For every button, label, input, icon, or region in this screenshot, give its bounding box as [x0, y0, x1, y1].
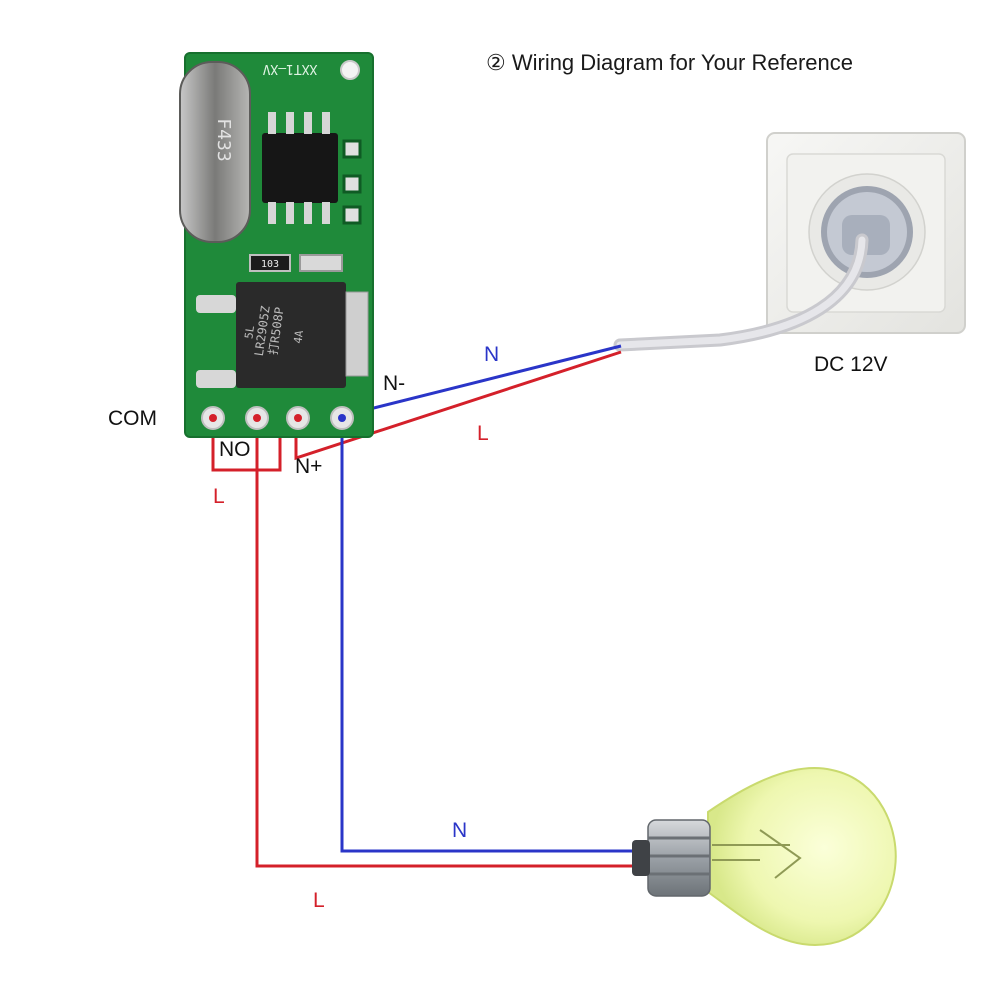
label-com: COM: [108, 407, 157, 430]
smd-led: [299, 254, 343, 272]
voltage-regulator: LR2905Z 打R508P 5L 4A: [196, 282, 369, 388]
page-title: ② Wiring Diagram for Your Reference: [486, 50, 853, 75]
crystal-oscillator: [179, 61, 251, 243]
svg-text:103: 103: [261, 259, 279, 270]
mounting-hole: [340, 60, 360, 80]
label-load-neutral: N: [452, 819, 468, 842]
light-bulb: [632, 767, 897, 947]
label-socket-voltage: DC 12V: [814, 353, 888, 376]
receiver-module: F433 XXT1—XV 103: [179, 52, 374, 438]
svg-text:打R508P: 打R508P: [266, 306, 287, 356]
load-neutral-wire: [340, 418, 636, 853]
bulb-base: [647, 819, 711, 897]
supply-neutral-wire: [341, 344, 622, 418]
terminal-pads: [201, 406, 354, 430]
ic-chip: [262, 112, 338, 224]
load-live-wire: [255, 418, 636, 868]
bulb-glass: [707, 767, 897, 947]
svg-text:4A: 4A: [291, 329, 306, 344]
label-n-plus: N+: [295, 455, 323, 478]
svg-text:F433: F433: [213, 118, 234, 161]
svg-text:5L: 5L: [242, 324, 257, 339]
svg-text:LR2905Z: LR2905Z: [252, 305, 273, 357]
label-supply-neutral: N: [484, 343, 500, 366]
smd-resistor: 103: [249, 254, 291, 272]
wall-socket: [766, 132, 966, 334]
pcb-silkscreen: XXT1—XV: [262, 61, 317, 76]
label-load-live: L: [313, 889, 325, 912]
label-com-live: L: [213, 485, 225, 508]
label-no: NO: [219, 438, 251, 461]
label-n-minus: N-: [383, 372, 406, 395]
label-supply-live: L: [477, 422, 489, 445]
